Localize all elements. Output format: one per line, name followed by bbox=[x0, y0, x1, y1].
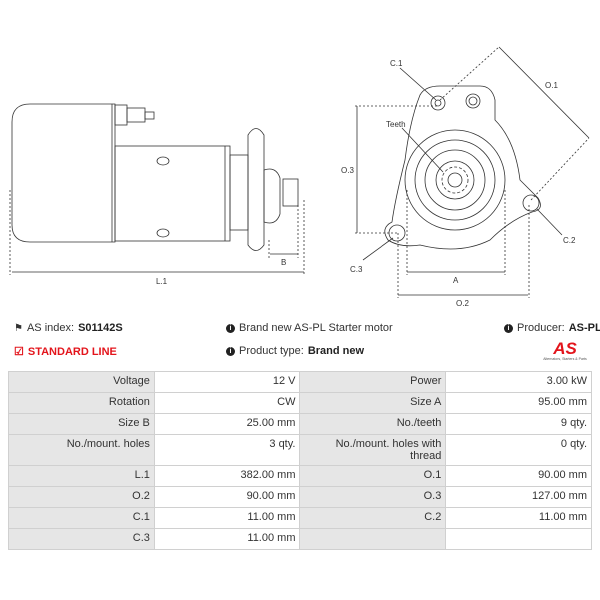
info-icon: i bbox=[226, 323, 235, 333]
spec-value: 3.00 kW bbox=[445, 371, 592, 393]
spec-value: 25.00 mm bbox=[153, 413, 301, 435]
spec-label: O.1 bbox=[299, 465, 447, 487]
product-type: i Product type: Brand new bbox=[226, 345, 364, 357]
as-index-label: AS index: bbox=[26, 322, 75, 334]
spec-label: L.1 bbox=[8, 465, 155, 487]
side-view bbox=[9, 103, 305, 275]
product-type-label: Product type: bbox=[239, 345, 304, 357]
spec-label: C.1 bbox=[8, 507, 155, 529]
label-a: A bbox=[453, 276, 459, 285]
spec-label: Rotation bbox=[8, 392, 155, 414]
label-o1: O.1 bbox=[545, 81, 558, 90]
description: i Brand new AS-PL Starter motor bbox=[226, 322, 393, 334]
spec-label: No./mount. holes bbox=[8, 434, 155, 466]
spec-value: 90.00 mm bbox=[445, 465, 592, 487]
spec-label bbox=[299, 528, 447, 550]
spec-label: O.3 bbox=[299, 486, 447, 508]
spec-label: Size B bbox=[8, 413, 155, 435]
standard-line-label: STANDARD LINE bbox=[27, 345, 117, 358]
label-teeth: Teeth bbox=[386, 120, 406, 129]
spec-value: 95.00 mm bbox=[445, 392, 592, 414]
checkbox-icon: ☑ bbox=[14, 346, 24, 358]
spec-value: 11.00 mm bbox=[153, 528, 301, 550]
spec-value: 3 qty. bbox=[153, 434, 301, 466]
spec-value bbox=[445, 528, 592, 550]
info-icon: i bbox=[226, 346, 235, 356]
producer-label: Producer: bbox=[517, 322, 565, 334]
as-index-value: S01142S bbox=[78, 322, 123, 334]
info-icon: i bbox=[504, 323, 513, 333]
tag-icon: ⚑ bbox=[14, 322, 23, 334]
product-type-value: Brand new bbox=[307, 345, 365, 357]
spec-value: 11.00 mm bbox=[445, 507, 592, 529]
spec-value: CW bbox=[153, 392, 301, 414]
technical-drawing: B L.1 C.1 O.1 Teeth O.3 C.2 C.3 A O.2 bbox=[9, 46, 590, 308]
spec-label: Power bbox=[299, 371, 447, 393]
label-c3: C.3 bbox=[350, 265, 363, 274]
spec-label: C.2 bbox=[299, 507, 447, 529]
spec-value: 12 V bbox=[153, 371, 301, 393]
label-l1: L.1 bbox=[156, 277, 168, 286]
spec-value: 0 qty. bbox=[445, 434, 592, 466]
spec-label: C.3 bbox=[8, 528, 155, 550]
label-o2: O.2 bbox=[456, 299, 469, 308]
description-text: Brand new AS-PL Starter motor bbox=[239, 322, 393, 334]
producer-value: AS-PL bbox=[568, 322, 600, 334]
spec-label: O.2 bbox=[8, 486, 155, 508]
spec-label: No./teeth bbox=[299, 413, 447, 435]
label-c2: C.2 bbox=[563, 236, 576, 245]
spec-label: No./mount. holes with thread bbox=[299, 434, 447, 466]
spec-value: 11.00 mm bbox=[153, 507, 301, 529]
as-index: ⚑ AS index: S01142S bbox=[14, 322, 123, 334]
spec-value: 9 qty. bbox=[445, 413, 592, 435]
label-o3: O.3 bbox=[341, 166, 354, 175]
standard-line: ☑ STANDARD LINE bbox=[14, 345, 117, 359]
spec-label: Size A bbox=[299, 392, 447, 414]
label-b: B bbox=[281, 258, 286, 267]
label-c1: C.1 bbox=[390, 59, 403, 68]
front-view bbox=[355, 46, 590, 298]
spec-value: 90.00 mm bbox=[153, 486, 301, 508]
spec-value: 127.00 mm bbox=[445, 486, 592, 508]
spec-value: 382.00 mm bbox=[153, 465, 301, 487]
producer: i Producer: AS-PL bbox=[504, 322, 600, 334]
as-pl-logo: AS Alternators, Starters & Parts bbox=[543, 339, 587, 361]
spec-label: Voltage bbox=[8, 371, 155, 393]
